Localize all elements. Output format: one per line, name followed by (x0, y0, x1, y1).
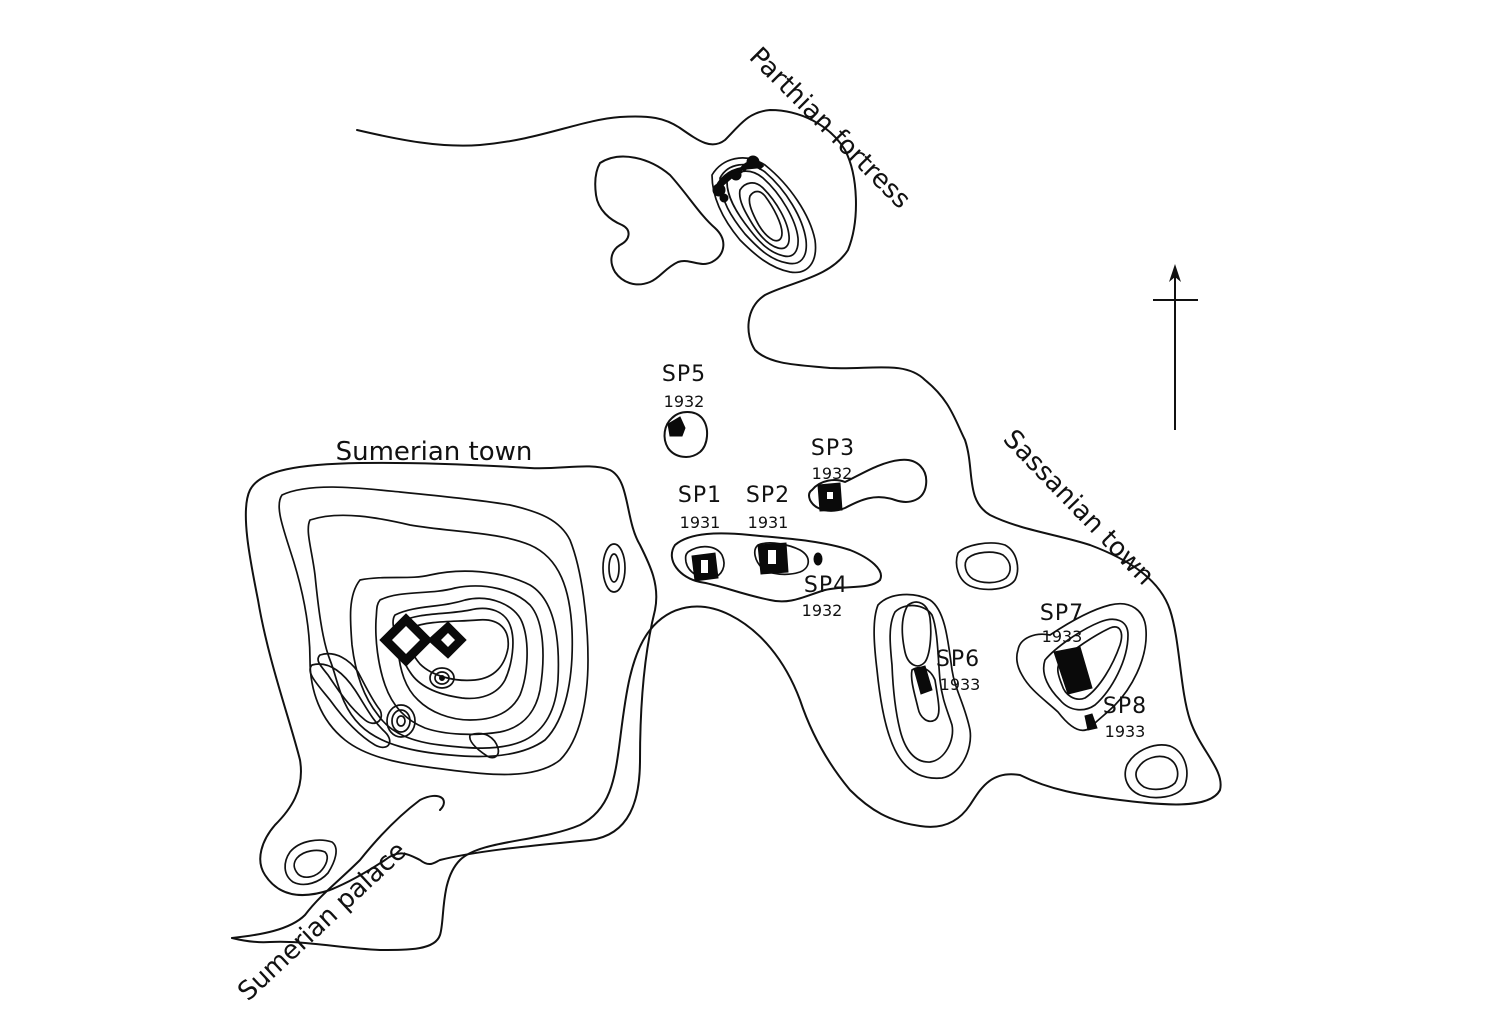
sp6-year: 1933 (940, 675, 981, 694)
trench-sp6 (913, 665, 933, 695)
trench-sp3 (817, 482, 843, 512)
sp3-name: SP3 (811, 436, 855, 461)
sp6-name: SP6 (936, 647, 980, 672)
sp8-name: SP8 (1103, 694, 1147, 719)
trench-sp5 (667, 416, 686, 437)
knoll-east (955, 542, 1019, 591)
label-sp1: SP1 1931 (678, 483, 722, 532)
sp5-contour (663, 411, 708, 458)
outer-contour (231, 109, 1222, 951)
sp1-year: 1931 (680, 513, 721, 532)
trench-sp8 (1084, 713, 1098, 731)
sassanian-town-mound (1015, 602, 1188, 799)
label-sp3: SP3 1932 (811, 436, 855, 483)
label-sp8: SP8 1933 (1103, 694, 1147, 741)
sp3-contour (807, 458, 928, 512)
sp1-name: SP1 (678, 483, 722, 508)
label-sp4: SP4 1932 (802, 573, 848, 620)
label-sp6: SP6 1933 (936, 647, 980, 694)
sp2-year: 1931 (748, 513, 789, 532)
sp2-name: SP2 (746, 483, 790, 508)
label-sp2: SP2 1931 (746, 483, 790, 532)
label-sp5: SP5 1932 (662, 362, 706, 411)
label-sassanian-town: Sassanian town (997, 424, 1160, 591)
north-arrow-icon (1153, 264, 1198, 430)
label-sp7: SP7 1933 (1040, 601, 1084, 646)
trench-sp4 (813, 552, 823, 566)
sp4-name: SP4 (804, 573, 848, 598)
label-parthian-fortress: Parthian fortress (743, 42, 916, 215)
sp7-year: 1933 (1042, 627, 1083, 646)
trench-sp2 (757, 542, 789, 575)
sp6-mound (873, 593, 972, 780)
sp8-year: 1933 (1105, 722, 1146, 741)
parthian-fortress-mound (594, 155, 817, 286)
sp5-name: SP5 (662, 362, 706, 387)
sp7-name: SP7 (1040, 601, 1084, 626)
sumerian-temple-structure (379, 613, 467, 667)
sp4-year: 1932 (802, 601, 843, 620)
trench-sp7 (1053, 646, 1093, 695)
sp5-year: 1932 (664, 392, 705, 411)
knoll-east-inner (964, 551, 1011, 584)
sp3-year: 1932 (812, 464, 853, 483)
trench-sp1 (691, 552, 719, 582)
sumerian-town-mound (278, 486, 626, 886)
label-sumerian-town: Sumerian town (336, 437, 533, 467)
